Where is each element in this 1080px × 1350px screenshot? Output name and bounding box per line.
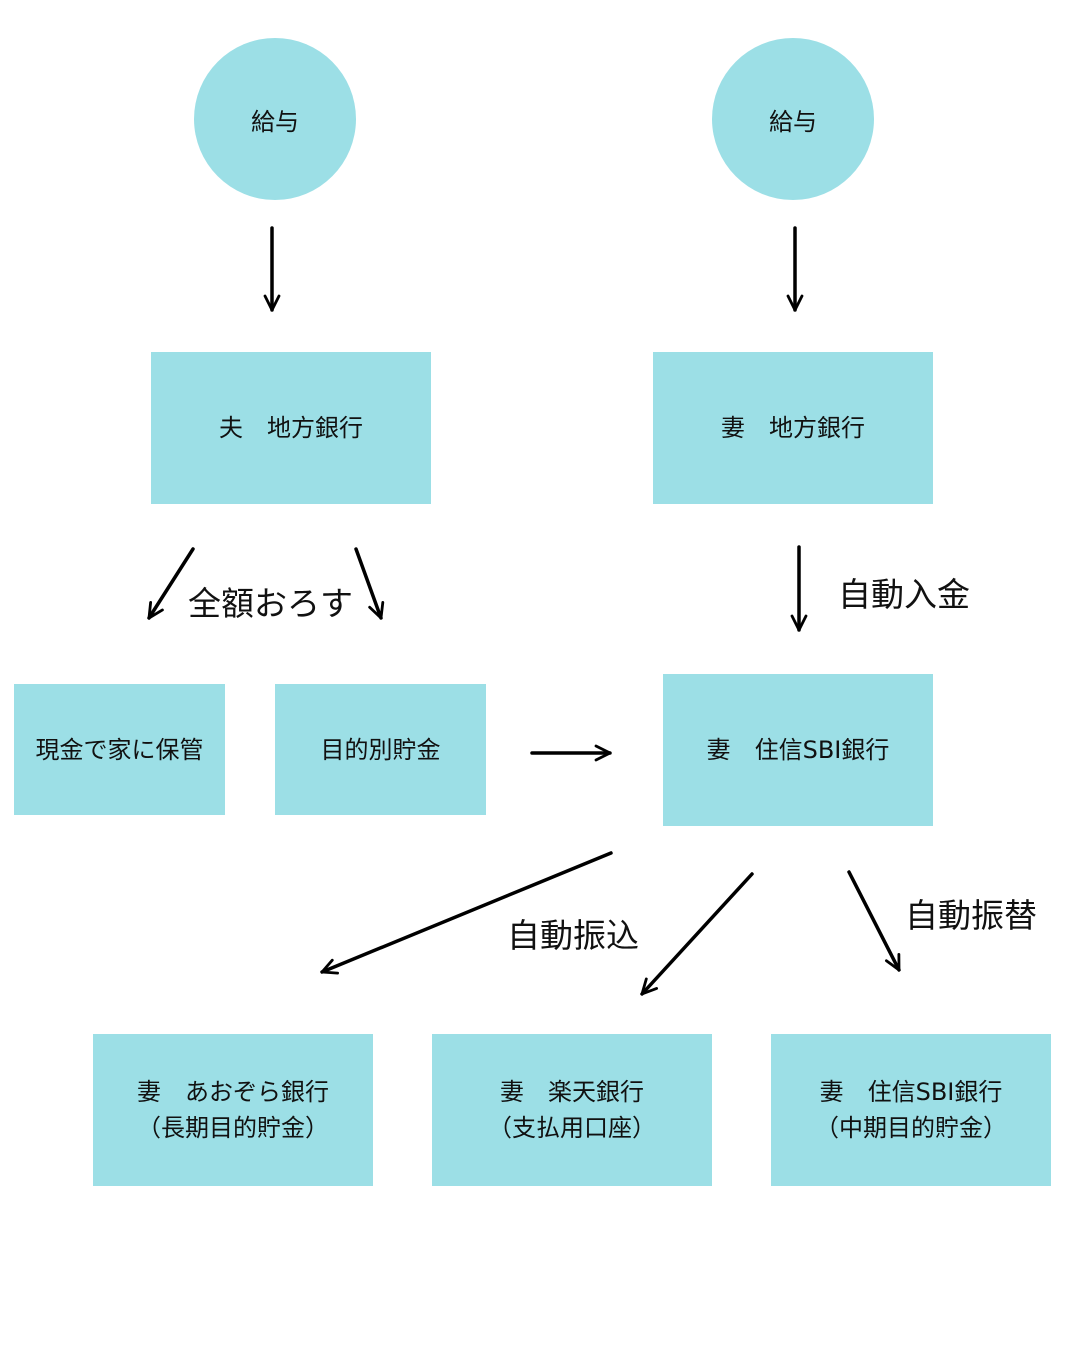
- husband-local-bank-label: 夫 地方銀行: [219, 414, 363, 442]
- wife-aozora-node: 妻 あおぞら銀行 （長期目的貯金）: [93, 1034, 373, 1186]
- wife-salary-node: 給与: [712, 38, 874, 200]
- wife-aozora-label: 妻 あおぞら銀行: [137, 1078, 329, 1106]
- arrow-sbi-to-rakuten: [640, 872, 754, 996]
- husband-local-bank-node: 夫 地方銀行: [151, 352, 431, 504]
- cash-at-home-node: 現金で家に保管: [14, 684, 225, 815]
- purpose-savings-label: 目的別貯金: [320, 735, 441, 764]
- purpose-savings-node: 目的別貯金: [275, 684, 486, 815]
- arrow-sbi-to-sbi-mid: [847, 870, 901, 972]
- auto-deposit-label: 自動入金: [838, 575, 970, 614]
- wife-sbi-mid-node: 妻 住信SBI銀行 （中期目的貯金）: [771, 1034, 1051, 1186]
- wife-rakuten-label: 妻 楽天銀行: [500, 1078, 644, 1106]
- wife-sbi-mid-label: 妻 住信SBI銀行: [819, 1078, 1003, 1106]
- arrow-sbi-to-aozora: [320, 851, 613, 975]
- arrow-withdraw-to-cash: [147, 547, 195, 620]
- wife-local-bank-label: 妻 地方銀行: [721, 414, 865, 442]
- wife-salary-label: 給与: [769, 107, 817, 136]
- auto-transfer-out-label: 自動振込: [507, 916, 639, 955]
- auto-transfer-internal-label: 自動振替: [905, 896, 1037, 935]
- wife-aozora-purpose: （長期目的貯金）: [137, 1114, 329, 1142]
- arrow-withdraw-to-savings: [354, 547, 385, 620]
- wife-sbi-mid-purpose: （中期目的貯金）: [815, 1114, 1007, 1142]
- cash-at-home-label: 現金で家に保管: [35, 735, 204, 764]
- wife-sumishin-sbi-label: 妻 住信SBI銀行: [706, 736, 890, 764]
- wife-rakuten-purpose: （支払用口座）: [488, 1114, 656, 1142]
- husband-salary-label: 給与: [251, 107, 299, 136]
- wife-sumishin-sbi-node: 妻 住信SBI銀行: [663, 674, 933, 826]
- wife-rakuten-node: 妻 楽天銀行 （支払用口座）: [432, 1034, 712, 1186]
- wife-local-bank-node: 妻 地方銀行: [653, 352, 933, 504]
- husband-salary-node: 給与: [194, 38, 356, 200]
- withdraw-all-label: 全額おろす: [188, 584, 353, 623]
